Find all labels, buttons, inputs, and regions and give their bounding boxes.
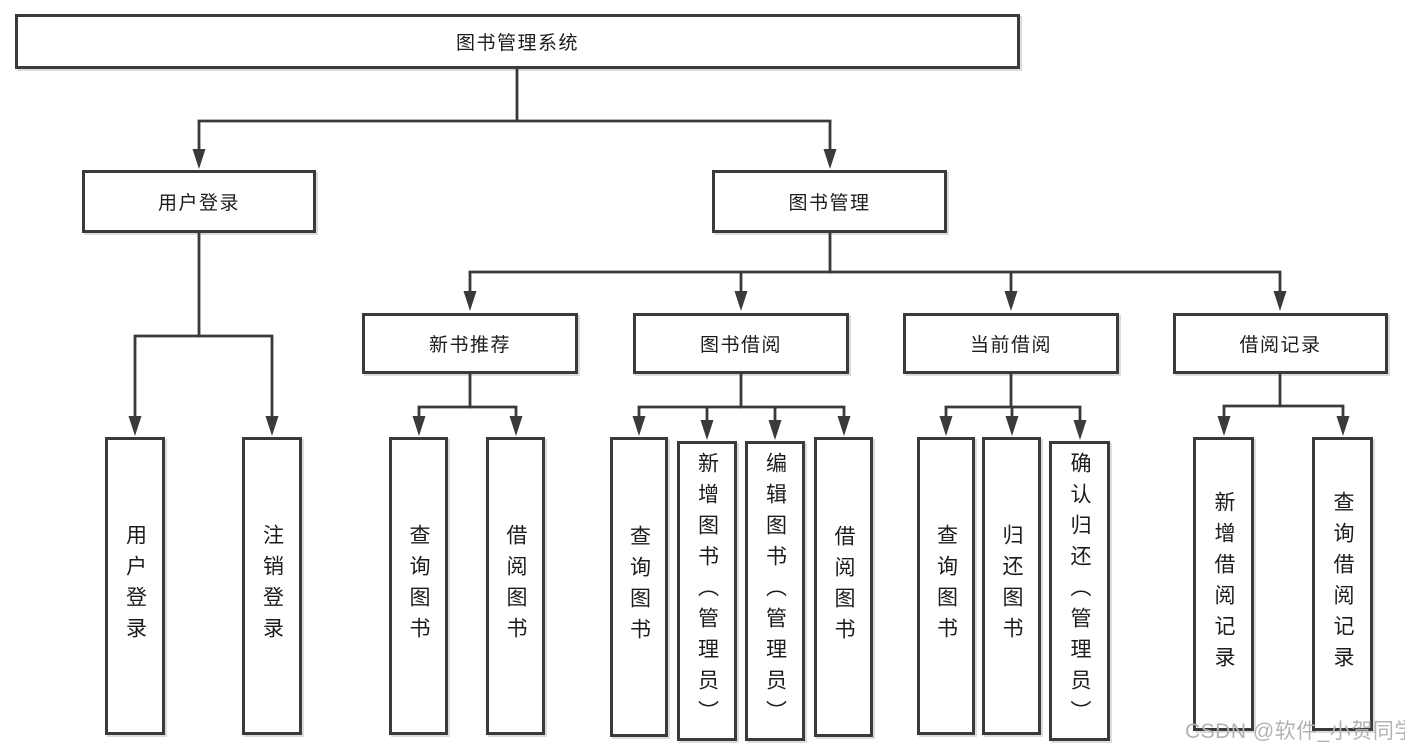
arrowhead: [1273, 291, 1287, 311]
node-user-login: 用户登录: [82, 170, 316, 233]
leaf-add-books-admin: 新增图书（管理员）: [677, 441, 737, 741]
node-label: 图书管理: [788, 193, 871, 214]
arrowhead: [1004, 291, 1018, 311]
node-label: 借阅图书: [832, 525, 855, 649]
node-borrow-records: 借阅记录: [1173, 313, 1388, 374]
node-library-system: 图书管理系统: [15, 14, 1020, 69]
arrowhead: [1217, 416, 1231, 436]
node-label: 新书推荐: [428, 335, 511, 356]
arrowhead: [700, 420, 714, 440]
leaf-return-books: 归还图书: [982, 437, 1041, 735]
arrowhead: [1336, 416, 1350, 436]
node-label: 查询借阅记录: [1331, 491, 1354, 677]
arrowhead: [463, 291, 477, 311]
node-label: 图书借阅: [699, 335, 782, 356]
leaf-logout: 注销登录: [242, 437, 302, 735]
leaf-query-books-recommend: 查询图书: [389, 437, 448, 735]
arrowhead: [939, 416, 953, 436]
leaf-borrow-books-recommend: 借阅图书: [486, 437, 545, 735]
arrowhead: [734, 291, 748, 311]
node-label: 查询图书: [934, 524, 958, 648]
node-label: 查询图书: [407, 524, 430, 648]
arrowhead: [823, 149, 837, 169]
node-label: 新增图书（管理员）: [695, 451, 719, 731]
arrowhead: [128, 416, 142, 436]
node-label: 查询图书: [627, 525, 651, 649]
node-book-management: 图书管理: [712, 170, 947, 233]
arrowhead: [837, 416, 851, 436]
node-label: 借阅记录: [1239, 335, 1322, 356]
node-label: 用户登录: [123, 524, 147, 648]
arrowhead: [412, 416, 426, 436]
leaf-user-login: 用户登录: [105, 437, 165, 735]
leaf-query-borrow-record: 查询借阅记录: [1312, 437, 1373, 731]
arrowhead: [1073, 420, 1087, 440]
leaf-add-borrow-record: 新增借阅记录: [1193, 437, 1254, 731]
arrowhead: [632, 416, 646, 436]
arrowhead: [265, 416, 279, 436]
node-label: 借阅图书: [504, 524, 527, 648]
leaf-borrow-books: 借阅图书: [814, 437, 873, 737]
node-current-borrow: 当前借阅: [903, 313, 1119, 374]
arrowhead: [1005, 416, 1019, 436]
leaf-query-books-current: 查询图书: [917, 437, 975, 735]
node-label: 当前借阅: [969, 335, 1052, 356]
node-label: 用户登录: [157, 193, 240, 214]
node-label: 确认归还（管理员）: [1068, 451, 1091, 731]
node-label: 编辑图书（管理员）: [763, 451, 787, 731]
arrowhead: [509, 416, 523, 436]
node-label: 归还图书: [1000, 524, 1023, 648]
leaf-edit-books-admin: 编辑图书（管理员）: [745, 441, 805, 741]
arrowhead: [192, 149, 206, 169]
arrowhead: [768, 420, 782, 440]
node-label: 新增借阅记录: [1212, 491, 1235, 677]
node-new-book-recommend: 新书推荐: [362, 313, 578, 374]
leaf-query-books-borrow: 查询图书: [610, 437, 668, 737]
node-book-borrow: 图书借阅: [633, 313, 849, 374]
node-label: 注销登录: [260, 524, 284, 648]
leaf-confirm-return-admin: 确认归还（管理员）: [1049, 441, 1110, 741]
node-label: 图书管理系统: [455, 33, 579, 54]
watermark: CSDN @软件_小贺同学: [1185, 720, 1405, 743]
